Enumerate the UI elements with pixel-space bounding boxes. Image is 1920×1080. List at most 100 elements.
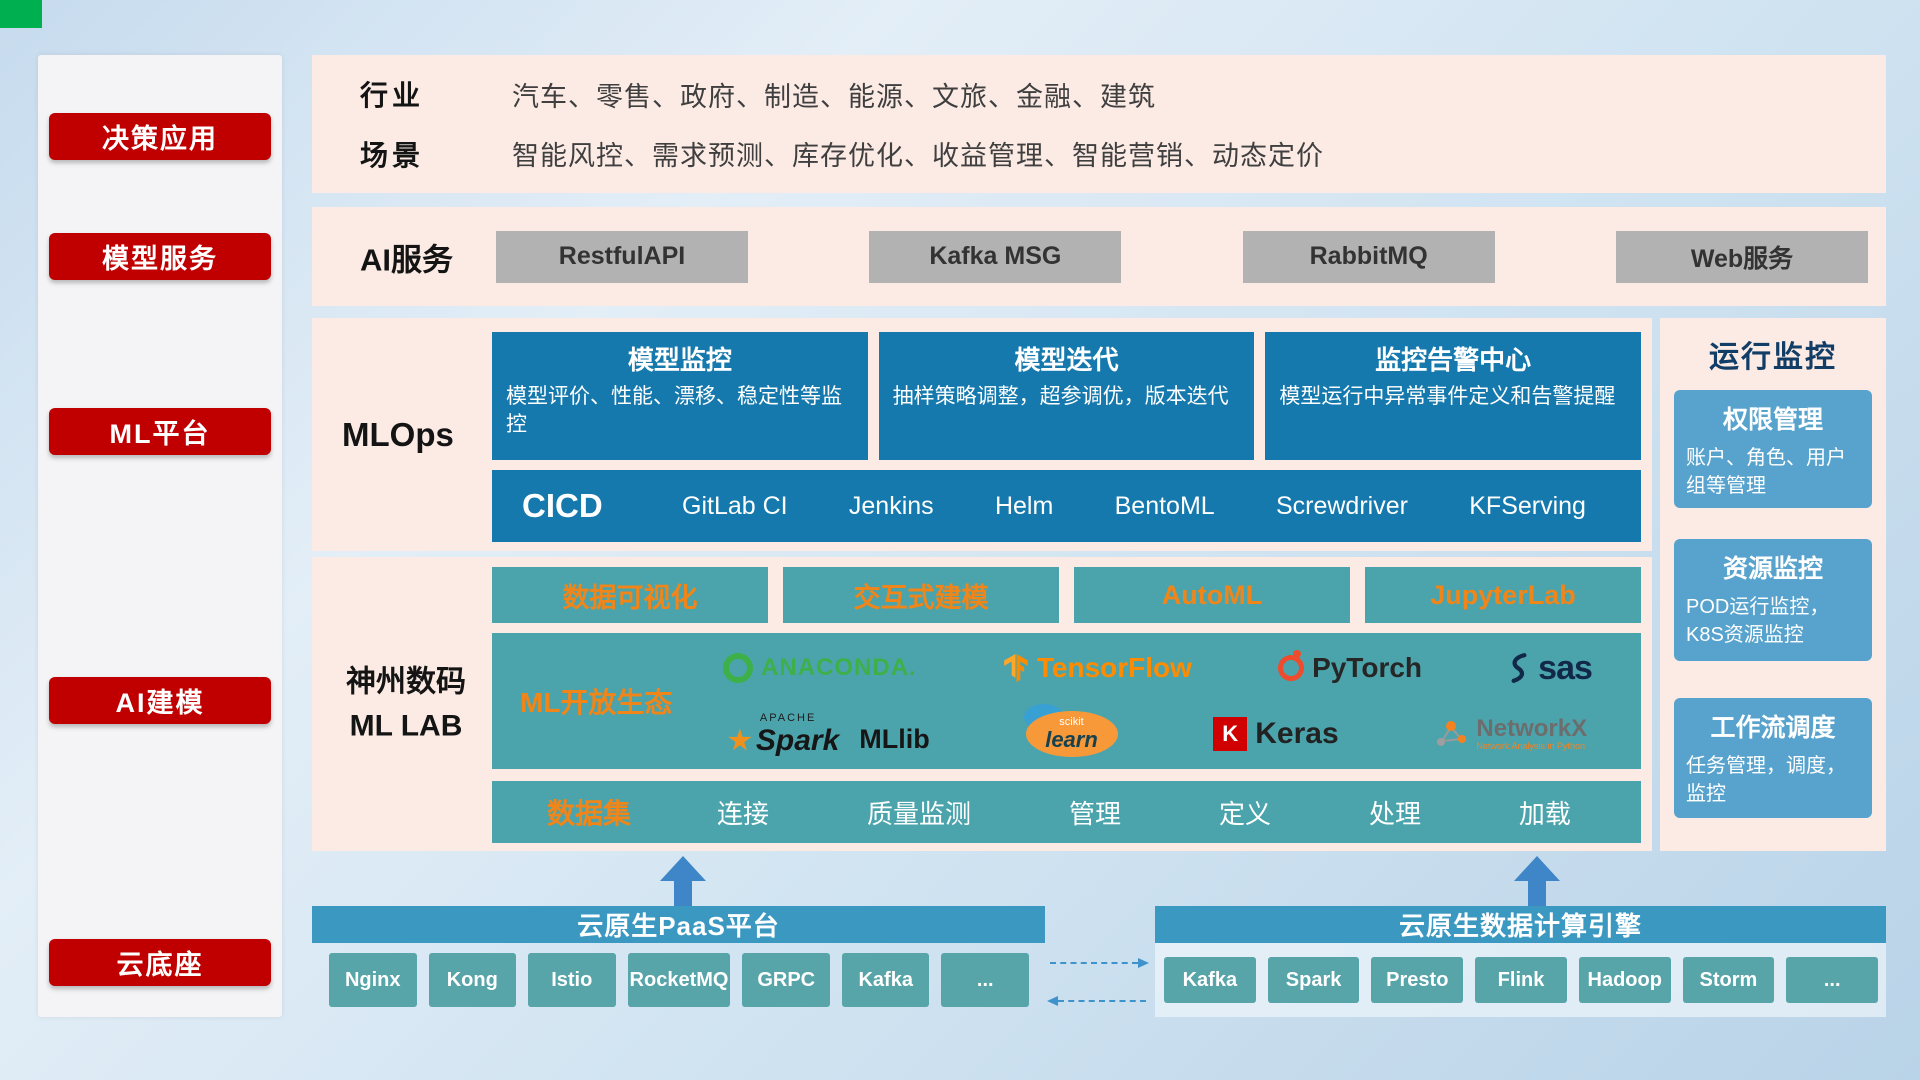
sas-label: sas <box>1538 648 1593 687</box>
corner-green-mark <box>0 0 42 28</box>
mlops-label: MLOps <box>342 415 454 453</box>
networkx-subtitle: Network Analysis in Python <box>1476 741 1585 752</box>
spark-mllib-logo: APACHE Spark MLlib <box>728 712 930 757</box>
sas-logo: sas <box>1508 648 1593 688</box>
kafka-msg-button[interactable]: Kafka MSG <box>869 230 1122 283</box>
engine-hadoop-button[interactable]: Hadoop <box>1578 957 1671 1003</box>
model-monitoring-desc: 模型评价、性能、漂移、稳定性等监控 <box>506 385 842 437</box>
sidebar: 决策应用 模型服务 ML平台 AI建模 云底座 <box>38 55 282 1017</box>
industry-value: 汽车、零售、政府、制造、能源、文旅、金融、建筑 <box>512 81 1156 112</box>
mllab-tools-row: 数据可视化 交互式建模 AutoML JupyterLab <box>492 567 1641 623</box>
learn-label: learn <box>1045 727 1098 752</box>
dataset-item-define: 定义 <box>1218 798 1271 829</box>
istio-button[interactable]: Istio <box>528 953 616 1007</box>
data-engine-header: 云原生数据计算引擎 <box>1155 906 1886 943</box>
scenario-label: 场景 <box>360 139 425 171</box>
mlops-cards: 模型监控 模型评价、性能、漂移、稳定性等监控 模型迭代 抽样策略调整，超参调优，… <box>492 332 1642 460</box>
sidebar-item-model-service[interactable]: 模型服务 <box>49 233 271 280</box>
industry-scenario-panel: 行业 汽车、零售、政府、制造、能源、文旅、金融、建筑 场景 智能风控、需求预测、… <box>312 55 1886 193</box>
pytorch-label: PyTorch <box>1312 652 1423 683</box>
tensorflow-icon <box>1004 654 1028 682</box>
kafka-button[interactable]: Kafka <box>841 953 930 1007</box>
permission-mgmt-title: 权限管理 <box>1722 406 1823 434</box>
engine-flink-button[interactable]: Flink <box>1475 957 1567 1003</box>
scikit-learn-icon: scikit learn <box>1023 704 1118 757</box>
anaconda-logo: ANACONDA. <box>723 653 917 683</box>
ml-ecosystem-block: ML开放生态 ANACONDA. TensorFlow <box>492 633 1641 769</box>
ml-ecosystem-label: ML开放生态 <box>520 687 673 718</box>
restfulapi-button[interactable]: RestfulAPI <box>496 230 748 283</box>
logo-row-2: APACHE Spark MLlib scikit <box>680 701 1635 767</box>
cicd-item-helm: Helm <box>994 491 1054 520</box>
cicd-item-screwdriver: Screwdriver <box>1275 491 1408 520</box>
cicd-item-kfserving: KFServing <box>1469 491 1586 520</box>
interactive-modeling-button[interactable]: 交互式建模 <box>783 567 1059 623</box>
kong-button[interactable]: Kong <box>428 953 517 1007</box>
cicd-item-jenkins: Jenkins <box>848 491 934 520</box>
keras-icon: K <box>1213 717 1248 751</box>
cicd-item-bentoml: BentoML <box>1114 491 1215 520</box>
model-iteration-card: 模型迭代 抽样策略调整，超参调优，版本迭代 <box>878 332 1255 460</box>
up-arrow-paas <box>660 856 706 907</box>
sidebar-item-ml-platform[interactable]: ML平台 <box>49 408 271 455</box>
permission-mgmt-card: 权限管理 账户、角色、用户组等管理 <box>1674 390 1872 508</box>
sidebar-item-cloud-base[interactable]: 云底座 <box>49 939 271 986</box>
ml-ecosystem-logos: ANACONDA. TensorFlow PyTorch <box>680 635 1635 767</box>
engine-presto-button[interactable]: Presto <box>1371 957 1464 1003</box>
networkx-logo: NetworkX Network Analysis in Python <box>1434 715 1587 752</box>
alert-center-desc: 模型运行中异常事件定义和告警提醒 <box>1279 385 1616 408</box>
keras-label: Keras <box>1255 717 1339 750</box>
scikit-label: scikit <box>1059 716 1084 728</box>
mllab-panel: 神州数码 ML LAB 数据可视化 交互式建模 AutoML JupyterLa… <box>312 557 1652 851</box>
sas-icon <box>1511 653 1527 683</box>
paas-more-button[interactable]: ... <box>941 953 1029 1007</box>
dataset-bar: 数据集 连接 质量监测 管理 定义 处理 加载 <box>492 781 1641 843</box>
engine-spark-button[interactable]: Spark <box>1267 957 1360 1003</box>
mlops-panel: MLOps 模型监控 模型评价、性能、漂移、稳定性等监控 模型迭代 抽样策略调整… <box>312 318 1652 551</box>
resource-monitoring-card: 资源监控 POD运行监控，K8S资源监控 <box>1674 539 1872 661</box>
sidebar-item-decision-apps[interactable]: 决策应用 <box>49 113 271 160</box>
keras-logo: K Keras <box>1213 717 1339 751</box>
model-iteration-title: 模型迭代 <box>1014 345 1119 375</box>
paas-buttons-row: Nginx Kong Istio RocketMQ GRPC Kafka ... <box>329 953 1029 1007</box>
grpc-button[interactable]: GRPC <box>742 953 830 1007</box>
mllab-label-line2: ML LAB <box>349 709 463 742</box>
cicd-bar: CICD GitLab CI Jenkins Helm BentoML Scre… <box>492 470 1641 542</box>
data-visualization-button[interactable]: 数据可视化 <box>492 567 768 623</box>
engine-buttons-row: Kafka Spark Presto Flink Hadoop Storm ..… <box>1164 957 1879 1003</box>
runtime-monitoring-title: 运行监控 <box>1709 341 1837 374</box>
logo-row-1: ANACONDA. TensorFlow PyTorch <box>680 635 1635 701</box>
model-iteration-desc: 抽样策略调整，超参调优，版本迭代 <box>892 385 1229 408</box>
model-monitoring-card: 模型监控 模型评价、性能、漂移、稳定性等监控 <box>492 332 868 460</box>
resource-monitoring-desc: POD运行监控，K8S资源监控 <box>1686 596 1830 646</box>
automl-button[interactable]: AutoML <box>1074 567 1350 623</box>
spark-label: Spark <box>755 723 840 757</box>
engine-kafka-button[interactable]: Kafka <box>1164 957 1256 1003</box>
model-monitoring-title: 模型监控 <box>627 345 732 375</box>
engine-storm-button[interactable]: Storm <box>1682 957 1775 1003</box>
ai-service-buttons: RestfulAPI Kafka MSG RabbitMQ Web服务 <box>496 230 1868 283</box>
rocketmq-button[interactable]: RocketMQ <box>627 953 731 1007</box>
scenario-value: 智能风控、需求预测、库存优化、收益管理、智能营销、动态定价 <box>512 141 1324 172</box>
ai-service-panel: AI服务 RestfulAPI Kafka MSG RabbitMQ Web服务 <box>312 207 1886 306</box>
engine-more-button[interactable]: ... <box>1786 957 1879 1003</box>
dataset-item-manage: 管理 <box>1068 798 1121 829</box>
workflow-scheduler-desc: 任务管理，调度，监控 <box>1686 755 1846 805</box>
mllab-label-line1: 神州数码 <box>346 665 466 699</box>
jupyterlab-button[interactable]: JupyterLab <box>1365 567 1641 623</box>
permission-mgmt-desc: 账户、角色、用户组等管理 <box>1686 447 1846 497</box>
anaconda-icon <box>723 653 754 683</box>
spark-wordmark: APACHE Spark <box>728 712 840 757</box>
sidebar-item-ai-modeling[interactable]: AI建模 <box>49 677 271 724</box>
tensorflow-label: TensorFlow <box>1036 652 1192 683</box>
mllab-label: 神州数码 ML LAB <box>330 661 482 748</box>
cicd-items: GitLab CI Jenkins Helm BentoML Screwdriv… <box>642 492 1641 521</box>
dataset-item-load: 加载 <box>1518 798 1571 829</box>
dataset-items: 连接 质量监测 管理 定义 处理 加载 <box>662 794 1641 831</box>
nginx-button[interactable]: Nginx <box>329 953 417 1007</box>
web-service-button[interactable]: Web服务 <box>1615 230 1868 283</box>
anaconda-label: ANACONDA. <box>761 654 917 681</box>
up-arrow-engine <box>1514 856 1560 907</box>
rabbitmq-button[interactable]: RabbitMQ <box>1242 230 1495 283</box>
